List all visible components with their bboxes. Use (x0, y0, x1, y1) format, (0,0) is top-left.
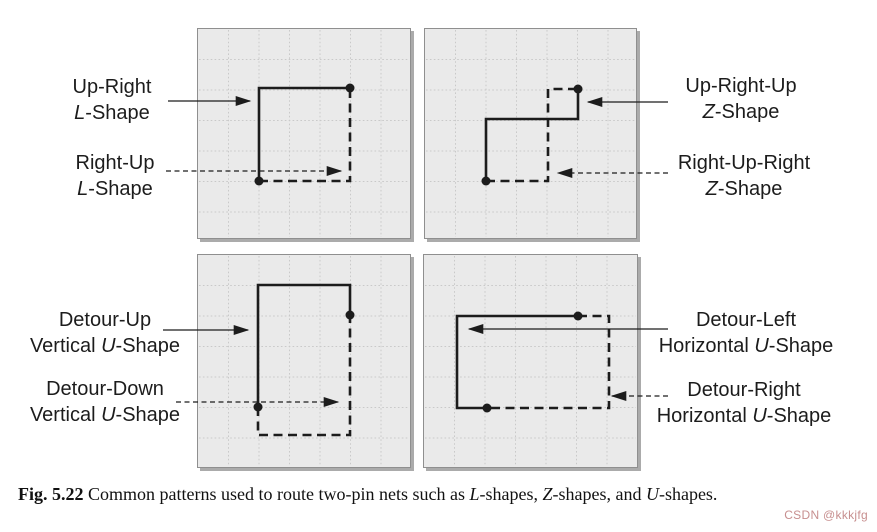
pin-dot (482, 403, 492, 413)
text-segment: Detour-Down (46, 378, 164, 400)
text-segment: Horizontal (658, 335, 755, 357)
callout-line: Up-Right (73, 74, 152, 100)
text-segment: Horizontal (656, 405, 753, 427)
pin-dot (481, 176, 491, 186)
watermark: CSDN @kkkjfg (784, 508, 868, 522)
panel-canvas-horizontal-u-shapes (425, 256, 636, 466)
text-segment: -Shape (717, 178, 783, 200)
text-segment: Vertical (29, 404, 102, 426)
text-segment: -shapes, and (552, 484, 646, 504)
text-segment: Detour-Up (58, 309, 152, 331)
callout-line: L-Shape (73, 100, 152, 126)
panel-canvas-vertical-u-shapes (199, 256, 409, 466)
panel-z-shapes (424, 28, 637, 239)
route-dashed-vertical-u-shapes (256, 315, 352, 437)
text-segment: -Shape (115, 335, 181, 357)
panel-l-shapes (197, 28, 411, 239)
callout-line: Detour-Down (30, 376, 180, 402)
callout-line: L-Shape (76, 176, 155, 202)
route-solid-vertical-u-shapes (256, 283, 352, 407)
text-segment: L (74, 102, 86, 124)
route-dashed-z-shapes (486, 87, 578, 183)
text-segment: Detour-Right (687, 379, 801, 401)
panel-vertical-u-shapes (197, 254, 411, 468)
callout-line: Detour-Up (30, 307, 180, 333)
text-segment: -shapes. (658, 484, 718, 504)
text-segment: -Shape (714, 101, 780, 123)
pin-dot (345, 83, 355, 93)
text-segment: Fig. 5.22 (18, 484, 84, 504)
text-segment: Z (542, 484, 553, 504)
figure-caption: Fig. 5.22 Common patterns used to route … (18, 484, 717, 505)
panel-horizontal-u-shapes (423, 254, 638, 468)
text-segment: U (754, 335, 769, 357)
text-segment: -Shape (88, 178, 153, 200)
panel-canvas-l-shapes (199, 30, 409, 237)
text-segment: U (101, 404, 116, 426)
text-segment: U (752, 405, 767, 427)
callout-line: Vertical U-Shape (30, 333, 180, 359)
text-segment: U (101, 335, 116, 357)
text-segment: U (645, 484, 659, 504)
text-segment: Z (702, 101, 715, 123)
callout-line: Up-Right-Up (685, 73, 796, 99)
callout-line: Horizontal U-Shape (657, 403, 832, 429)
callout-line: Z-Shape (685, 99, 796, 125)
pin-dot (573, 311, 583, 321)
text-segment: L (77, 178, 89, 200)
callout-line: Z-Shape (678, 176, 810, 202)
text-segment: Up-Right (72, 76, 152, 98)
route-dashed-l-shapes (259, 88, 352, 183)
route-solid-z-shapes (484, 89, 580, 181)
route-solid-horizontal-u-shapes (455, 314, 578, 410)
route-dashed-horizontal-u-shapes (487, 314, 611, 410)
route-solid-l-shapes (257, 86, 350, 181)
callout-line: Detour-Left (659, 307, 834, 333)
text-segment: Detour-Left (695, 309, 797, 331)
callout-line: Detour-Right (657, 377, 832, 403)
callout-line: Right-Up (76, 150, 155, 176)
pin-dot (254, 176, 264, 186)
panel-canvas-z-shapes (426, 30, 635, 237)
pin-dot (345, 310, 355, 320)
text-segment: Right-Up-Right (677, 152, 811, 174)
callout-line: Horizontal U-Shape (659, 333, 834, 359)
text-segment: -Shape (85, 102, 150, 124)
text-segment: Up-Right-Up (685, 75, 797, 97)
text-segment: Z (705, 178, 718, 200)
text-segment: Right-Up (75, 152, 155, 174)
callout-line: Right-Up-Right (678, 150, 810, 176)
text-segment: L (469, 484, 480, 504)
text-segment: Vertical (29, 335, 102, 357)
pin-dot (253, 402, 263, 412)
text-segment: -Shape (768, 335, 834, 357)
text-segment: Common patterns used to route two-pin ne… (83, 484, 470, 504)
pin-dot (573, 84, 583, 94)
text-segment: -shapes, (479, 484, 543, 504)
text-segment: -Shape (766, 405, 832, 427)
text-segment: -Shape (115, 404, 181, 426)
callout-line: Vertical U-Shape (30, 402, 180, 428)
